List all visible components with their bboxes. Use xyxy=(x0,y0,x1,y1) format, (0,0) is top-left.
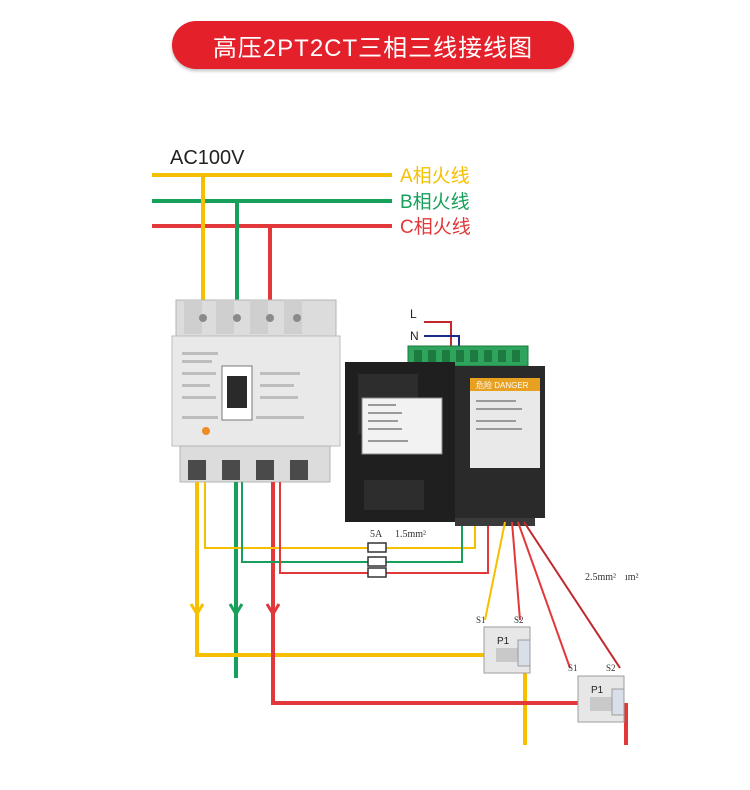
ct2-s1: S1 xyxy=(568,663,578,673)
current-transformer-1 xyxy=(483,626,531,674)
current-transformer-2 xyxy=(577,675,625,723)
ct1-p1: P1 xyxy=(497,636,510,647)
ct-wire-size: 2.5mm² xyxy=(585,572,616,583)
supply-n-label: N xyxy=(410,329,419,343)
ct1-s1: S1 xyxy=(476,615,486,625)
circuit-breaker xyxy=(171,299,341,483)
power-meter: 危险 DANGER xyxy=(345,345,545,526)
fuse-block xyxy=(367,542,387,578)
breaker-top-screws xyxy=(199,314,301,322)
ct-wires xyxy=(484,521,621,669)
ct2-s2: S2 xyxy=(606,663,616,673)
voltage-wire-a xyxy=(204,482,476,549)
phase-b-label: B相火线 xyxy=(400,191,470,213)
ct-wire-size-faded: ım² xyxy=(625,572,639,583)
supply-l-wire xyxy=(424,321,452,352)
phase-a-to-ct1 xyxy=(195,612,488,657)
supply-l-label: L xyxy=(410,307,417,321)
phase-c-label: C相火线 xyxy=(400,216,471,238)
page-title: 高压2PT2CT三相三线接线图 xyxy=(172,21,574,69)
fuse-rating: 5A xyxy=(370,529,383,540)
voltage-wire-b xyxy=(241,482,463,563)
ct2-p1: P1 xyxy=(591,685,604,696)
phase-b-arrow xyxy=(228,603,244,617)
danger-label: 危险 DANGER xyxy=(476,380,529,390)
phase-a-label: A相火线 xyxy=(400,165,470,187)
phase-c-to-ct2 xyxy=(271,612,580,705)
ct1-s2: S2 xyxy=(514,615,524,625)
supply-voltage-label: AC100V xyxy=(170,147,245,169)
fuse-wire-size: 1.5mm² xyxy=(395,529,426,540)
